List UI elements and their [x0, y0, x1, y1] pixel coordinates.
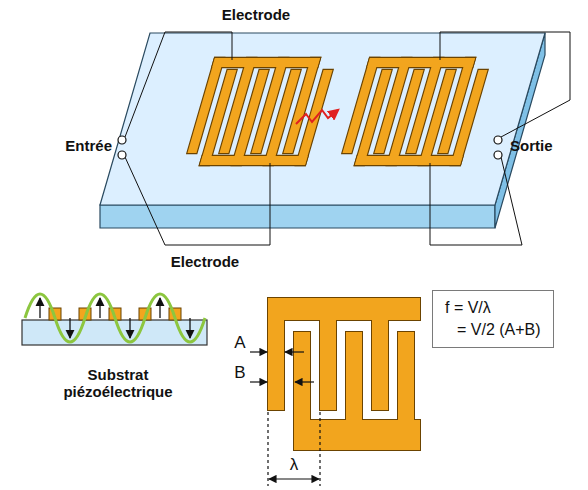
terminal [494, 151, 502, 159]
terminal [118, 151, 126, 159]
arrow [250, 381, 267, 382]
dimension-arrows [250, 352, 320, 486]
dimension-label: A [234, 333, 245, 353]
wire [430, 157, 522, 245]
formula-text: = V/2 (A+B) [445, 319, 543, 341]
arrow [99, 298, 100, 318]
arrow [39, 298, 40, 318]
wire [440, 32, 570, 137]
port-label: Entrée [65, 137, 112, 154]
arrow [269, 478, 319, 479]
dimension-label: λ [290, 455, 299, 475]
arrow [189, 318, 190, 338]
dimension-label: B [234, 363, 245, 383]
part-label: Electrode [171, 253, 239, 270]
part-label: Electrode [222, 6, 290, 23]
arrow [295, 381, 314, 382]
part-label: Substrat piézoélectrique [43, 366, 193, 401]
arrow [159, 298, 160, 318]
arrow [285, 351, 304, 352]
wave-arrow [296, 110, 338, 124]
wires [125, 32, 570, 245]
terminals [118, 136, 502, 159]
formula-text: f = V/λ [445, 297, 543, 319]
substrate-top [100, 33, 545, 205]
arrow [129, 318, 130, 338]
output-electrode [339, 58, 491, 165]
input-electrode [184, 58, 336, 165]
idt-detail [268, 298, 420, 450]
substrate-front [100, 205, 495, 228]
dashed-line [319, 412, 320, 486]
surface-wave [25, 294, 205, 342]
wire [125, 157, 270, 245]
terminal [494, 136, 502, 144]
terminal [118, 136, 126, 144]
arrow [69, 318, 70, 338]
formula-box: f = V/λ= V/2 (A+B) [432, 290, 554, 348]
wire [125, 32, 232, 137]
port-label: Sortie [510, 137, 553, 154]
displacement-arrows [40, 298, 190, 338]
dashed-line [267, 412, 268, 486]
arrow [250, 351, 267, 352]
